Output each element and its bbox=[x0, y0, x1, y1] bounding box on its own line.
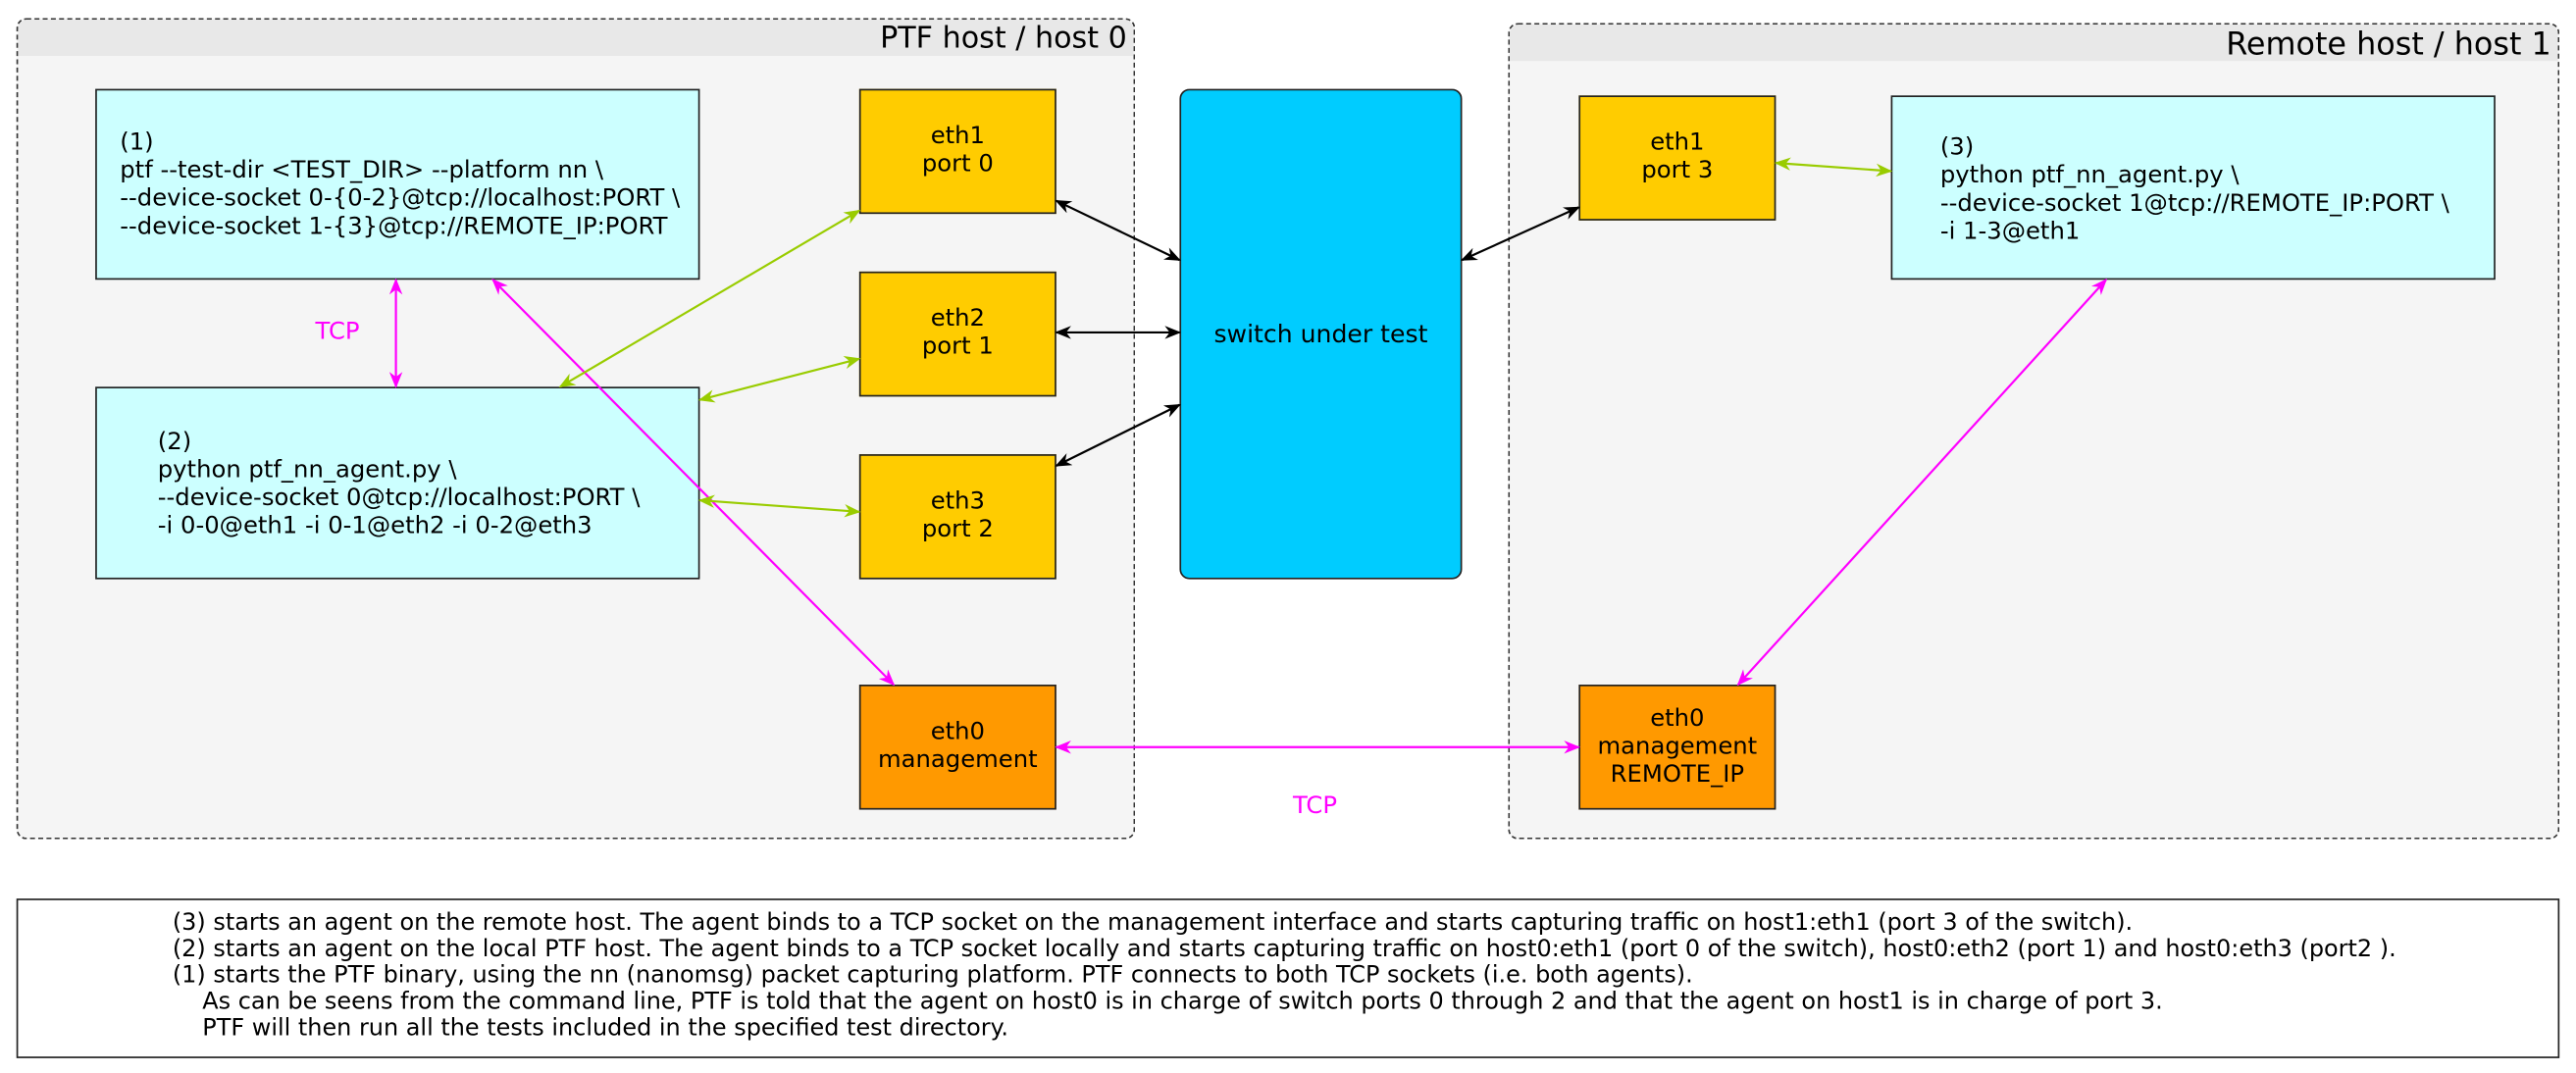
host0-eth3-port: port 2 bbox=[921, 516, 994, 543]
host1-eth0-ip: REMOTE_IP bbox=[1610, 761, 1745, 788]
host0-eth1-name: eth1 bbox=[930, 123, 986, 150]
cmd3-line-0: (3) bbox=[1939, 134, 1975, 162]
host1-eth1-port3: eth1 port 3 bbox=[1578, 95, 1777, 221]
host1-eth0-name: eth0 bbox=[1650, 704, 1705, 732]
host0-eth0-management: eth0 management bbox=[858, 685, 1056, 810]
note-line-4: PTF will then run all the tests included… bbox=[172, 1015, 1008, 1043]
ptf-command-box: (1) ptf --test-dir <TEST_DIR> --platform… bbox=[95, 88, 700, 281]
tcp-local-label: TCP bbox=[315, 319, 360, 346]
cmd1-line-3: --device-socket 1-{3}@tcp://REMOTE_IP:PO… bbox=[120, 214, 668, 240]
host0-eth2-port1: eth2 port 1 bbox=[858, 271, 1056, 397]
host0-eth2-port: port 1 bbox=[921, 333, 994, 361]
cmd2-line-1: python ptf_nn_agent.py \ bbox=[157, 457, 457, 485]
cmd1-line-0: (1) bbox=[120, 129, 154, 157]
notes-box: (3) starts an agent on the remote host. … bbox=[16, 898, 2560, 1058]
host0-eth1-port: port 0 bbox=[921, 151, 994, 179]
note-line-1: (2) starts an agent on the local PTF hos… bbox=[172, 936, 2396, 963]
host1-eth1-name: eth1 bbox=[1650, 129, 1705, 157]
cmd3-line-2: --device-socket 1@tcp://REMOTE_IP:PORT \ bbox=[1939, 190, 2449, 218]
cmd2-line-0: (2) bbox=[157, 429, 192, 456]
host1-eth1-port: port 3 bbox=[1641, 158, 1714, 184]
tcp-management-label: TCP bbox=[1292, 792, 1338, 820]
host0-eth3-name: eth3 bbox=[930, 488, 986, 516]
host0-eth1-port0: eth1 port 0 bbox=[858, 88, 1056, 215]
note-line-3: As can be seens from the command line, P… bbox=[172, 989, 2163, 1016]
cmd3-line-3: -i 1-3@eth1 bbox=[1939, 219, 2081, 246]
host0-eth3-port2: eth3 port 2 bbox=[858, 454, 1056, 580]
switch-under-test: switch under test bbox=[1179, 88, 1463, 580]
cmd3-line-1: python ptf_nn_agent.py \ bbox=[1939, 163, 2240, 189]
cmd1-line-2: --device-socket 0-{0-2}@tcp://localhost:… bbox=[120, 185, 681, 213]
cmd2-line-2: --device-socket 0@tcp://localhost:PORT \ bbox=[157, 485, 641, 512]
host0-eth2-name: eth2 bbox=[930, 306, 986, 332]
note-line-2: (1) starts the PTF binary, using the nn … bbox=[172, 962, 1693, 990]
note-line-0: (3) starts an agent on the remote host. … bbox=[172, 909, 2134, 937]
host1-eth0-role: management bbox=[1597, 733, 1758, 760]
host0-eth0-name: eth0 bbox=[930, 719, 986, 746]
ptf-host-title: PTF host / host 0 bbox=[18, 20, 1134, 56]
switch-label: switch under test bbox=[1213, 318, 1428, 348]
host1-eth0-management: eth0 management REMOTE_IP bbox=[1578, 685, 1777, 810]
local-agent-command-box: (2) python ptf_nn_agent.py \ --device-so… bbox=[95, 386, 700, 580]
cmd1-line-1: ptf --test-dir <TEST_DIR> --platform nn … bbox=[120, 158, 604, 184]
remote-host-title: Remote host / host 1 bbox=[1510, 25, 2558, 63]
cmd2-line-3: -i 0-0@eth1 -i 0-1@eth2 -i 0-2@eth3 bbox=[157, 513, 592, 540]
remote-agent-command-box: (3) python ptf_nn_agent.py \ --device-so… bbox=[1890, 95, 2496, 281]
host0-eth0-role: management bbox=[877, 746, 1038, 774]
